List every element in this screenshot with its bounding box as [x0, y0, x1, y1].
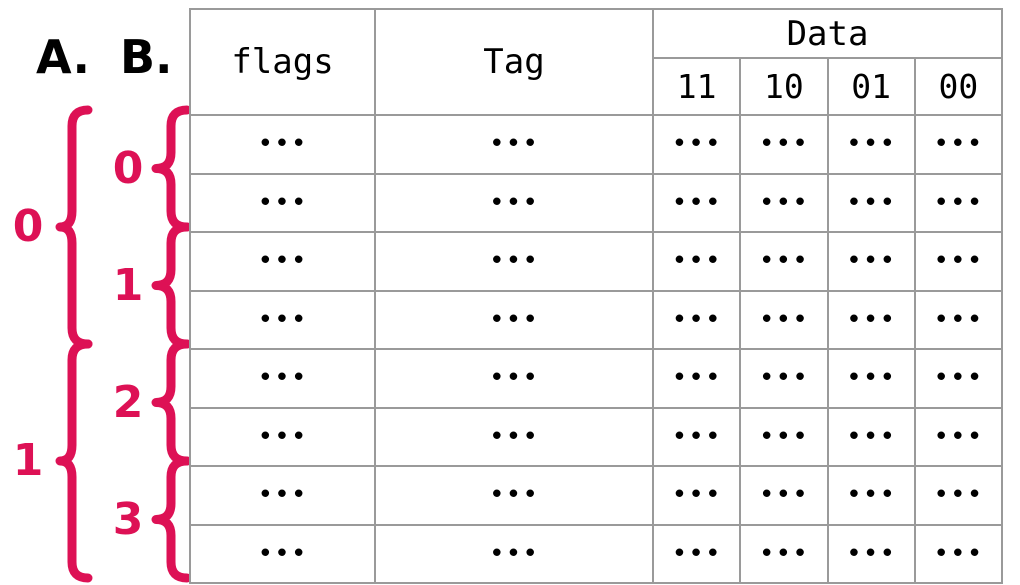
cell-tag: ••• [374, 231, 654, 292]
inner-brace-0 [151, 105, 192, 232]
cell-tag: ••• [374, 406, 654, 467]
header-tag: Tag [374, 8, 654, 116]
cell-data-01: ••• [826, 348, 916, 409]
header-flags: flags [189, 8, 376, 116]
cell-flags: ••• [189, 523, 376, 584]
cell-data-11: ••• [651, 523, 742, 584]
outer-brace-label-0: 0 [12, 201, 44, 252]
cell-data-00: ••• [913, 172, 1004, 233]
cell-data-10: ••• [739, 114, 829, 175]
cell-data-01: ••• [826, 231, 916, 292]
cell-data-10: ••• [739, 348, 829, 409]
inner-brace-label-0: 0 [112, 142, 144, 194]
cell-data-10: ••• [739, 406, 829, 467]
cell-flags: ••• [189, 465, 376, 526]
header-data-offset-11: 11 [651, 57, 742, 116]
cell-flags: ••• [189, 289, 376, 350]
inner-brace-2 [151, 339, 192, 466]
cell-data-10: ••• [739, 523, 829, 584]
cell-data-00: ••• [913, 523, 1004, 584]
cell-tag: ••• [374, 523, 654, 584]
cell-data-00: ••• [913, 465, 1004, 526]
cell-tag: ••• [374, 465, 654, 526]
cell-data-11: ••• [651, 406, 742, 467]
table-row: •••••••••••••••••• [189, 348, 1004, 409]
cell-data-10: ••• [739, 289, 829, 350]
table-row: •••••••••••••••••• [189, 114, 1004, 175]
table-row: •••••••••••••••••• [189, 289, 1004, 350]
cache-table: flags Tag Data 11 10 01 00 •••••••••••••… [189, 8, 1004, 584]
cell-data-11: ••• [651, 114, 742, 175]
cell-data-00: ••• [913, 289, 1004, 350]
table-body: ••••••••••••••••••••••••••••••••••••••••… [189, 114, 1004, 584]
outer-brace-label-1: 1 [12, 435, 44, 486]
table-row: •••••••••••••••••• [189, 231, 1004, 292]
cell-data-10: ••• [739, 231, 829, 292]
cell-flags: ••• [189, 114, 376, 175]
cell-data-11: ••• [651, 465, 742, 526]
cell-flags: ••• [189, 406, 376, 467]
cell-data-11: ••• [651, 172, 742, 233]
table-header: flags Tag Data 11 10 01 00 [189, 8, 1004, 116]
cell-flags: ••• [189, 231, 376, 292]
cell-tag: ••• [374, 348, 654, 409]
inner-brace-3 [151, 456, 192, 583]
cell-data-11: ••• [651, 231, 742, 292]
cell-tag: ••• [374, 289, 654, 350]
header-data-offset-01: 01 [826, 57, 916, 116]
cell-data-00: ••• [913, 231, 1004, 292]
cell-data-00: ••• [913, 114, 1004, 175]
header-data-group: Data [651, 8, 1004, 59]
panel-label-b: B. [120, 30, 173, 84]
cell-data-01: ••• [826, 465, 916, 526]
table-row: •••••••••••••••••• [189, 465, 1004, 526]
outer-brace-0 [55, 105, 93, 349]
inner-brace-label-3: 3 [112, 493, 144, 545]
panel-label-a: A. [36, 30, 90, 84]
cell-data-00: ••• [913, 406, 1004, 467]
outer-brace-1 [55, 339, 93, 583]
cell-data-01: ••• [826, 172, 916, 233]
header-row-secondary: 11 10 01 00 [190, 57, 1004, 116]
cell-data-01: ••• [826, 114, 916, 175]
cell-data-01: ••• [826, 289, 916, 350]
table-row: •••••••••••••••••• [189, 523, 1004, 584]
cell-data-11: ••• [651, 348, 742, 409]
cell-tag: ••• [374, 114, 654, 175]
header-data-offset-00: 00 [913, 57, 1004, 116]
cell-tag: ••• [374, 172, 654, 233]
header-row-primary: flags Tag Data [189, 8, 1004, 116]
table-row: •••••••••••••••••• [189, 406, 1004, 467]
cell-data-10: ••• [739, 172, 829, 233]
header-data-offset-10: 10 [739, 57, 829, 116]
cell-flags: ••• [189, 172, 376, 233]
table-row: •••••••••••••••••• [189, 172, 1004, 233]
cell-flags: ••• [189, 348, 376, 409]
inner-brace-1 [151, 222, 192, 349]
cell-data-11: ••• [651, 289, 742, 350]
cell-data-01: ••• [826, 523, 916, 584]
cell-data-10: ••• [739, 465, 829, 526]
cell-data-00: ••• [913, 348, 1004, 409]
inner-brace-label-2: 2 [112, 376, 144, 428]
cell-data-01: ••• [826, 406, 916, 467]
inner-brace-label-1: 1 [112, 259, 144, 311]
